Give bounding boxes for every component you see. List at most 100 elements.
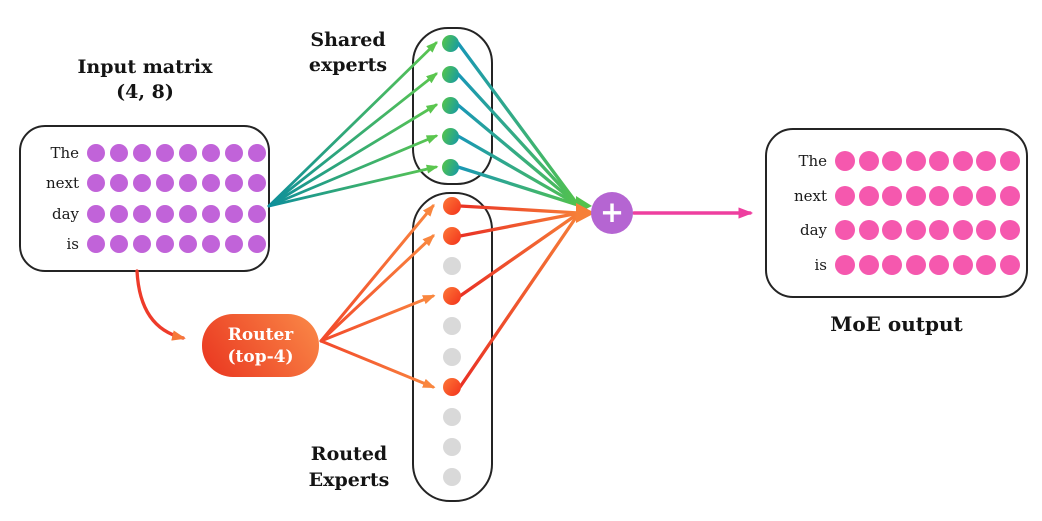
output-dot <box>976 220 996 241</box>
router-label-line2: (top-4) <box>227 346 294 367</box>
output-dot <box>882 150 902 171</box>
dot-row <box>87 234 266 253</box>
input-dot <box>110 174 128 193</box>
router-label-line1: Router <box>227 324 294 345</box>
output-dot <box>858 150 879 171</box>
token-label: The <box>50 144 79 163</box>
matrix-row: day <box>33 204 266 223</box>
output-dot <box>882 185 902 206</box>
output-dot <box>835 150 855 171</box>
input-dot <box>87 144 105 163</box>
output-dot <box>905 255 926 276</box>
token-label: day <box>51 204 79 223</box>
input-dot <box>133 174 151 193</box>
output-dot <box>929 220 949 241</box>
input-dot <box>110 234 128 253</box>
output-dot <box>905 220 926 241</box>
output-dot <box>929 255 949 276</box>
dot-row <box>835 185 1020 206</box>
shared-experts-label: Shared experts <box>292 28 404 78</box>
input-dot <box>248 174 266 193</box>
input-dot <box>133 234 151 253</box>
token-label: The <box>798 151 827 170</box>
output-dot <box>835 255 855 276</box>
output-dot <box>858 255 879 276</box>
input-dot <box>225 144 243 163</box>
matrix-row: is <box>781 255 1022 276</box>
input-dot <box>156 204 174 223</box>
output-dot <box>882 255 902 276</box>
input-dot <box>87 234 105 253</box>
output-dot <box>929 185 949 206</box>
matrix-row: is <box>33 234 266 253</box>
routed-expert-dot-inactive <box>443 408 461 426</box>
matrix-row: day <box>781 220 1022 241</box>
output-dot <box>952 150 973 171</box>
shared-expert-dot <box>441 34 459 52</box>
edge-input-to-shared <box>267 134 439 208</box>
input-dot <box>248 234 266 253</box>
edge-input-to-router <box>135 269 186 341</box>
input-dot <box>87 204 105 223</box>
dot-row <box>87 144 266 163</box>
input-dot <box>225 234 243 253</box>
shared-expert-dot <box>441 158 459 176</box>
output-dot <box>999 255 1020 276</box>
matrix-row: The <box>781 150 1022 171</box>
sum-node: + <box>591 192 633 234</box>
edge-input-to-shared <box>267 72 438 208</box>
routed-expert-dot-inactive <box>443 468 461 486</box>
edge-input-to-shared <box>267 164 439 208</box>
routed-expert-dot-active <box>443 378 461 396</box>
input-dot <box>156 144 174 163</box>
input-matrix-shape: (4, 8) <box>116 81 174 103</box>
input-matrix-title: Input matrix (4, 8) <box>40 55 250 105</box>
input-dot <box>179 234 197 253</box>
dot-row <box>835 220 1020 241</box>
output-dot <box>999 185 1020 206</box>
output-dot <box>976 255 996 276</box>
matrix-row: The <box>33 144 266 163</box>
input-dot <box>110 144 128 163</box>
dot-row <box>87 174 266 193</box>
input-dot <box>179 204 197 223</box>
routed-expert-dot-active <box>443 287 461 305</box>
input-dot <box>87 174 105 193</box>
routed-expert-dot-inactive <box>443 438 461 456</box>
shared-expert-dot <box>441 96 459 114</box>
matrix-row: next <box>781 185 1022 206</box>
input-dot <box>202 234 220 253</box>
routed-experts-label-line2: Experts <box>308 469 390 491</box>
shared-expert-dot <box>441 65 459 83</box>
input-dot <box>225 204 243 223</box>
output-dot <box>835 220 855 241</box>
output-dot <box>882 220 902 241</box>
routed-expert-dot-active <box>443 197 461 215</box>
input-dot <box>133 204 151 223</box>
plus-icon: + <box>599 194 625 229</box>
output-dot <box>999 150 1020 171</box>
routed-experts-label-line1: Routed <box>310 443 388 465</box>
output-dot <box>929 150 949 171</box>
input-dot <box>202 144 220 163</box>
input-dot <box>225 174 243 193</box>
output-dot <box>976 185 996 206</box>
router-node: Router (top-4) <box>202 314 319 377</box>
dot-row <box>835 150 1020 171</box>
output-dot <box>905 150 926 171</box>
output-dot <box>905 185 926 206</box>
shared-experts-label-line2: experts <box>308 54 388 76</box>
token-label: next <box>793 186 827 205</box>
routed-expert-dot-active <box>443 227 461 245</box>
input-dot <box>248 144 266 163</box>
routed-experts-label: Routed Experts <box>290 441 408 493</box>
dot-row <box>87 204 266 223</box>
output-dot <box>835 185 855 206</box>
output-dot <box>858 220 879 241</box>
token-label: is <box>814 256 828 275</box>
input-dot <box>133 144 151 163</box>
moe-output-label: MoE output <box>830 312 963 336</box>
input-dot <box>156 234 174 253</box>
